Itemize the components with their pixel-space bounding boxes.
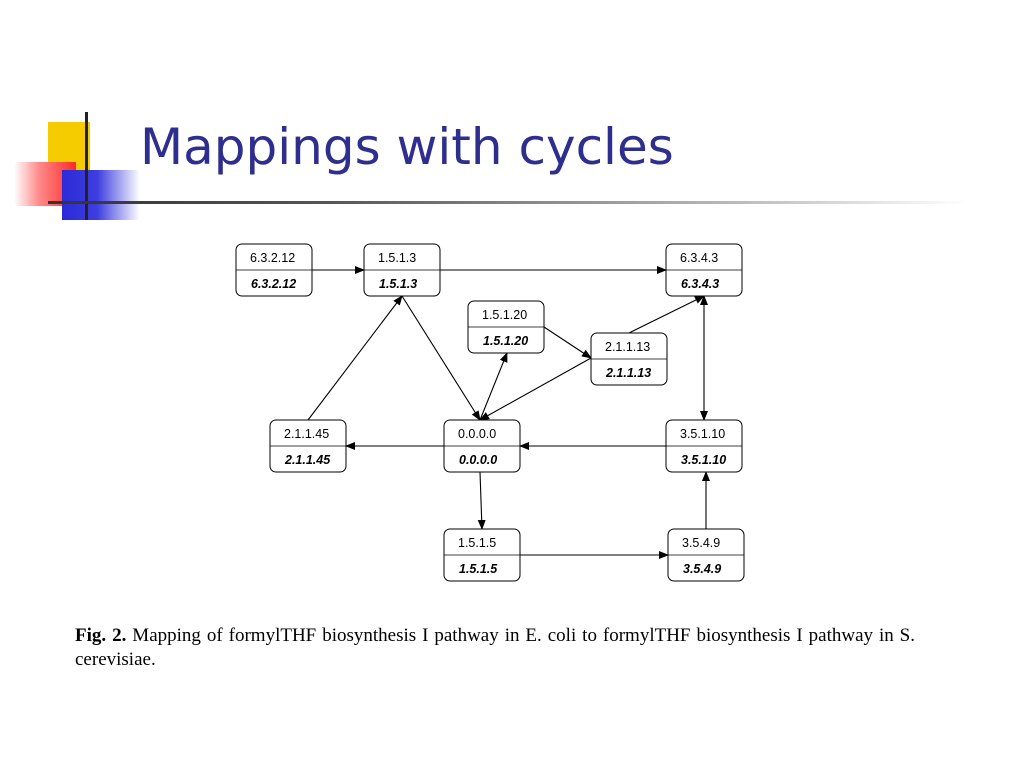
node-ec-label: 2.1.1.45 [284,427,329,441]
node-mapped-ec-label: 2.1.1.45 [284,453,331,467]
node-box: 1.5.1.5 1.5.1.5 [443,528,521,582]
decor-vertical-line [85,112,88,220]
node-box: 1.5.1.3 1.5.1.3 [363,243,441,297]
edge-n21145-to-n1513 [307,295,403,421]
node-mapped-ec-label: 1.5.1.3 [379,277,417,291]
node-ec-label: 3.5.4.9 [682,536,720,550]
decor-blue-square [62,170,140,220]
node-ec-label: 3.5.1.10 [680,427,725,441]
node-ec-label: 2.1.1.13 [605,340,650,354]
edge-n0000-to-n15120 [479,352,508,421]
node-mapped-ec-label: 1.5.1.20 [483,334,528,348]
node-box: 2.1.1.45 2.1.1.45 [269,419,347,473]
edge-n21113-to-n6343 [628,295,705,334]
node-ec-label: 1.5.1.5 [458,536,496,550]
title-underline [48,201,968,204]
node-mapped-ec-label: 1.5.1.5 [459,562,498,576]
node-box: 3.5.1.10 3.5.1.10 [665,419,743,473]
node-ec-label: 6.3.2.12 [250,251,295,265]
node-box: 6.3.2.12 6.3.2.12 [235,243,313,297]
nodes-layer: 6.3.2.126.3.2.121.5.1.31.5.1.36.3.4.36.3… [235,243,745,582]
node-mapped-ec-label: 2.1.1.13 [605,366,651,380]
node-ec-label: 1.5.1.3 [378,251,416,265]
node-box: 3.5.4.9 3.5.4.9 [667,528,745,582]
node-ec-label: 1.5.1.20 [482,308,527,322]
node-mapped-ec-label: 3.5.4.9 [683,562,721,576]
node-mapped-ec-label: 0.0.0.0 [459,453,497,467]
edges-layer [307,266,710,559]
figure-caption: Fig. 2. Mapping of formylTHF biosynthesi… [75,624,915,672]
node-mapped-ec-label: 6.3.4.3 [681,277,719,291]
node-ec-label: 0.0.0.0 [458,427,496,441]
edge-n0000-to-n1515 [477,471,486,530]
slide-title: Mappings with cycles [140,118,674,176]
caption-label: Fig. 2. [75,625,127,646]
caption-text: Mapping of formylTHF biosynthesis I path… [75,625,916,670]
node-ec-label: 6.3.4.3 [680,251,718,265]
edge-n15120-to-n21113 [543,326,592,359]
node-mapped-ec-label: 3.5.1.10 [681,453,726,467]
node-box: 1.5.1.20 1.5.1.20 [467,300,545,354]
node-box: 0.0.0.0 0.0.0.0 [443,419,521,473]
node-mapped-ec-label: 6.3.2.12 [251,277,296,291]
edge-n21113-to-n0000 [479,357,592,421]
edge-n1513-to-n0000 [401,295,481,421]
node-box: 2.1.1.13 2.1.1.13 [590,332,668,386]
node-box: 6.3.4.3 6.3.4.3 [665,243,743,297]
